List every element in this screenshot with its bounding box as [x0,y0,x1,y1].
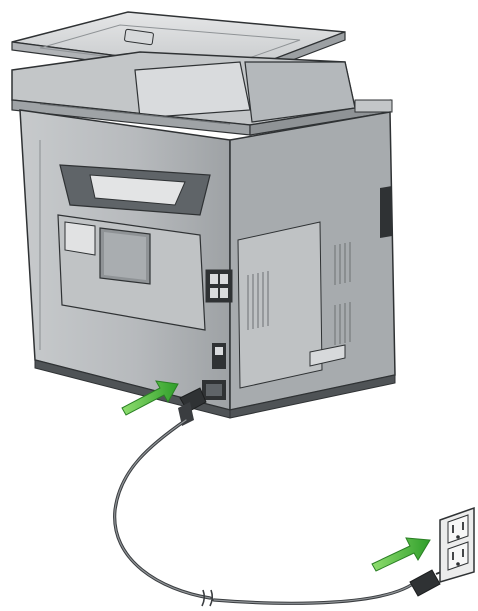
printer-icon [12,12,395,418]
arrow-icon [372,538,430,571]
power-cord-icon [115,388,450,606]
printer-side-face [202,112,395,418]
printer-rear-face [20,110,230,418]
wall-outlet-icon [440,508,474,582]
